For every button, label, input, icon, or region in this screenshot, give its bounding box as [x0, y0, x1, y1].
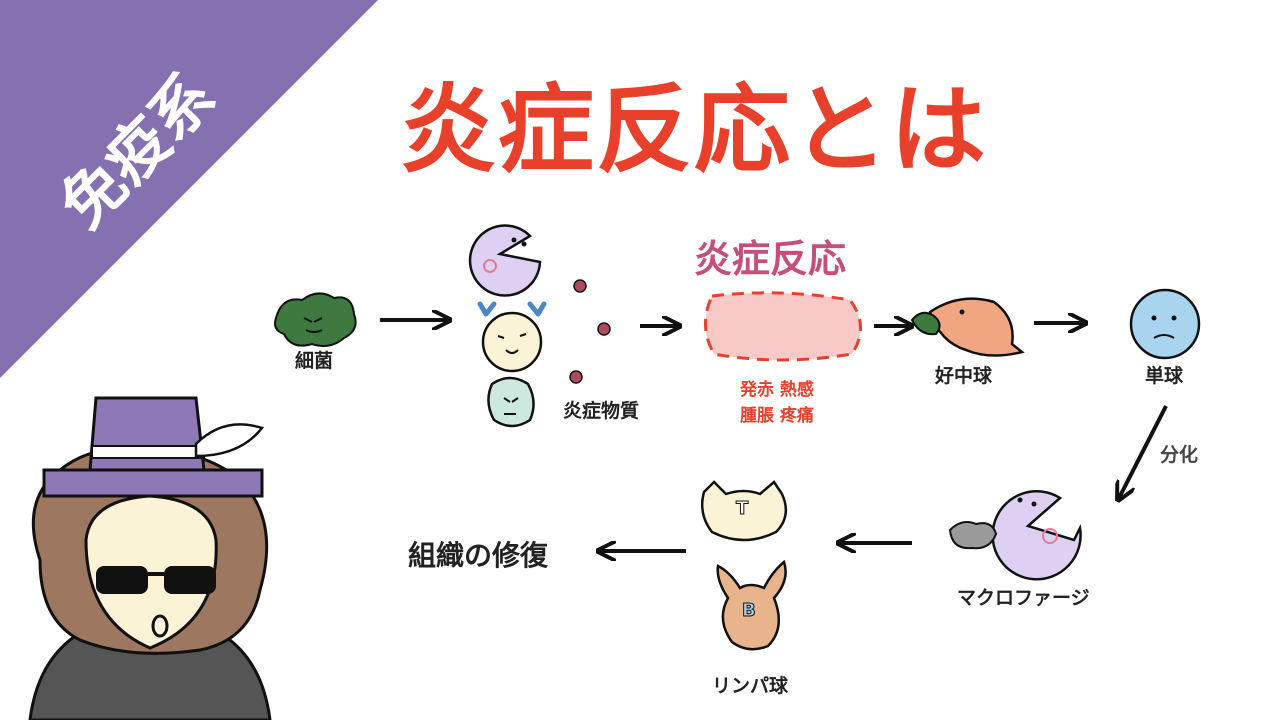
differentiation-label: 分化 [1160, 444, 1199, 466]
inflammatory-substances-label: 炎症物質 [563, 400, 640, 422]
macrophage-label: マクロファージ [957, 587, 1090, 609]
category-banner [0, 0, 378, 378]
neutrophil-illustration [910, 297, 1025, 357]
inflamed-vessel-illustration [704, 291, 862, 362]
substance-dot [569, 370, 583, 384]
substance-dot [597, 322, 611, 336]
b-cell-letter: B [742, 600, 756, 621]
neutrophil-label: 好中球 [935, 365, 993, 387]
inflammation-label: 炎症反応 [694, 237, 847, 281]
damaged-cell-illustration [487, 376, 535, 428]
symptoms-line-1: 発赤 熱感 [740, 380, 814, 400]
page-title: 炎症反応とは [400, 74, 988, 186]
tissue-repair-label: 組織の修復 [408, 539, 549, 572]
t-cell-letter: T [736, 498, 749, 519]
bacteria-label: 細菌 [295, 350, 334, 372]
monocyte-illustration [1129, 288, 1201, 360]
mast-cell-illustration [477, 301, 547, 373]
bacteria-illustration [274, 292, 357, 347]
substance-dot [573, 279, 587, 293]
narrator-character [28, 396, 272, 720]
hat [88, 396, 206, 472]
lymphocyte-label: リンパ球 [712, 675, 789, 697]
arrow-monocyte-to-macrophage [1118, 405, 1168, 500]
b-lymphocyte-illustration: B [716, 559, 787, 651]
macrophage-illustration-top [468, 224, 542, 297]
symptoms-line-2: 腫脹 疼痛 [740, 406, 814, 426]
t-lymphocyte-illustration: T [701, 480, 788, 542]
monocyte-label: 単球 [1145, 365, 1184, 387]
macrophage-illustration [948, 490, 1082, 581]
